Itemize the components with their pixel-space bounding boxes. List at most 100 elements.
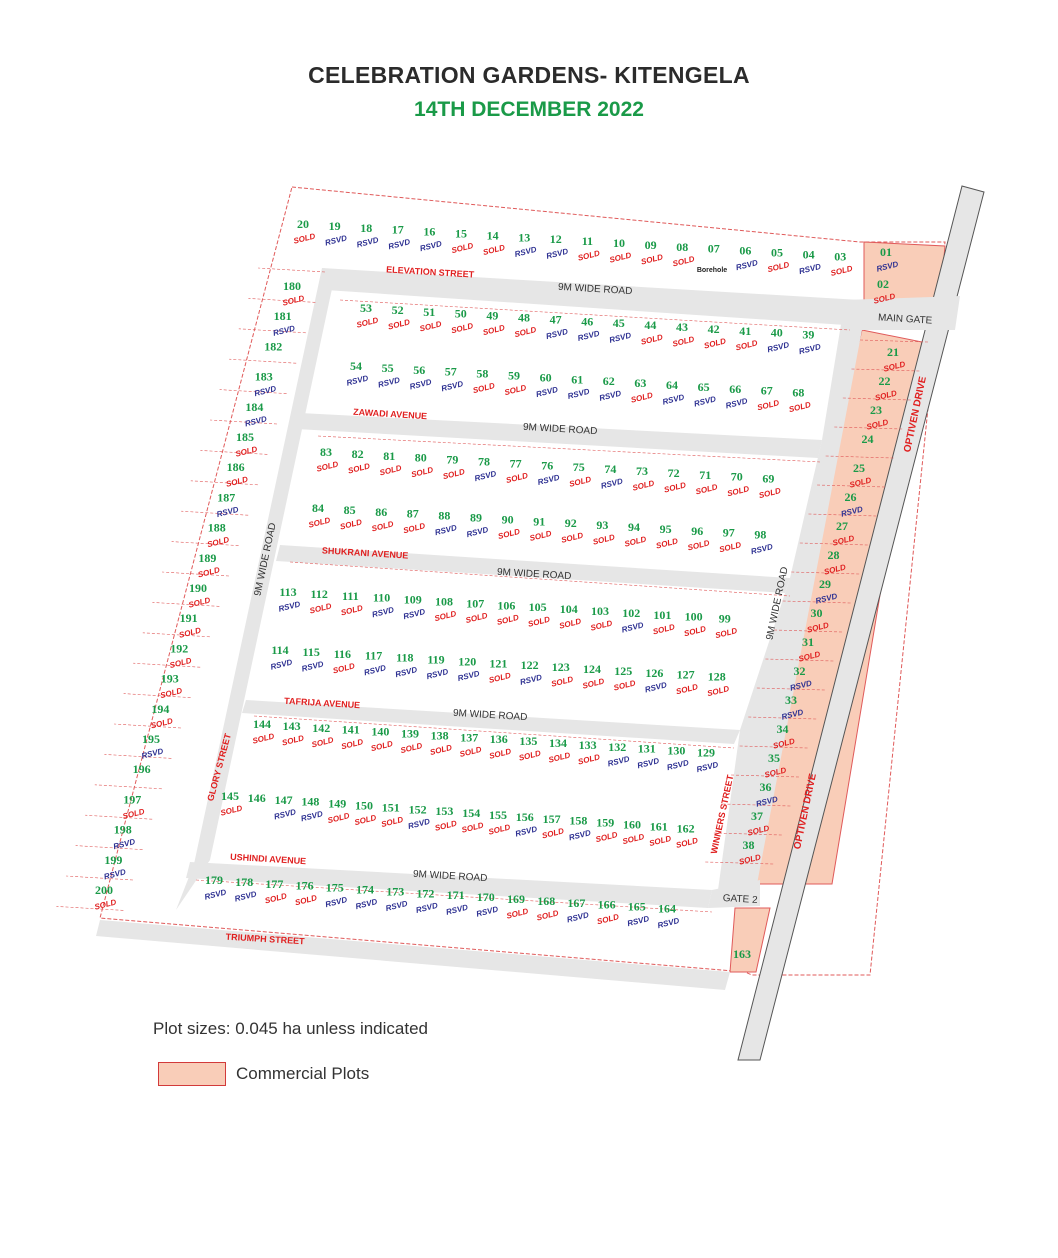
plot-number: 167 xyxy=(567,896,585,910)
street-label-nine_m: 9M WIDE ROAD xyxy=(413,869,488,884)
plot-divider xyxy=(765,658,834,662)
road-tafrija xyxy=(242,700,740,744)
plot-number: 10 xyxy=(613,236,625,250)
plot-163[interactable]: 163 xyxy=(733,947,751,961)
plot-divider xyxy=(859,339,929,343)
plot-divider xyxy=(799,542,868,546)
plot-number: 180 xyxy=(283,279,301,293)
plot-number: 84 xyxy=(312,501,324,515)
plot-number: 15 xyxy=(455,227,467,241)
plot-number: 119 xyxy=(427,653,444,667)
plot-146[interactable]: 146 xyxy=(248,791,266,805)
block-divider xyxy=(289,561,791,597)
plot-number: 98 xyxy=(754,528,766,542)
plot-number: 65 xyxy=(698,380,710,394)
plot-divider xyxy=(842,397,911,401)
plot-24[interactable]: 24 xyxy=(862,432,874,446)
plot-number: 75 xyxy=(573,460,585,474)
plot-number: 152 xyxy=(409,802,427,816)
plot-number: 116 xyxy=(334,647,351,661)
plot-number: 188 xyxy=(208,521,226,535)
plot-number: 186 xyxy=(227,460,245,474)
plot-number: 129 xyxy=(697,746,715,760)
plot-number: 58 xyxy=(476,367,488,381)
plot-number: 79 xyxy=(446,453,458,467)
plot-divider xyxy=(257,267,326,273)
plot-number: 126 xyxy=(645,666,663,680)
plot-number: 43 xyxy=(676,320,688,334)
plot-number: 94 xyxy=(628,520,640,534)
road-west-9m xyxy=(176,268,336,910)
street-label-zawadi: ZAWADI AVENUE xyxy=(353,407,427,421)
plot-number: 37 xyxy=(751,809,763,823)
plot-number: 53 xyxy=(360,301,372,315)
plots-layer: 20SOLD19RSVD18RSVD17RSVD16RSVD15SOLD14SO… xyxy=(56,217,929,961)
plot-number: 136 xyxy=(490,732,508,746)
plot-number: 165 xyxy=(628,900,646,914)
plot-number: 73 xyxy=(636,464,648,478)
plot-number: 169 xyxy=(507,892,525,906)
plot-divider xyxy=(200,450,268,455)
plot-number: 150 xyxy=(355,799,373,813)
plot-number: 16 xyxy=(423,225,435,239)
plot-divider xyxy=(85,814,153,820)
plot-number: 09 xyxy=(645,238,657,252)
plot-number: 17 xyxy=(392,223,404,237)
plot-number: 195 xyxy=(142,732,160,746)
plot-number: 132 xyxy=(608,740,626,754)
plot-number: 63 xyxy=(634,376,646,390)
plot-number: 72 xyxy=(668,466,680,480)
road-ushindi xyxy=(186,862,712,908)
plot-divider xyxy=(756,687,825,691)
plot-number: 82 xyxy=(352,447,364,461)
plot-number: 197 xyxy=(123,792,141,806)
plot-divider xyxy=(75,845,143,850)
plot-number: 189 xyxy=(198,551,216,565)
plot-number: 42 xyxy=(708,322,720,336)
plot-size-note: Plot sizes: 0.045 ha unless indicated xyxy=(153,1019,429,1038)
plot-07[interactable]: 07 xyxy=(708,242,720,256)
plot-divider xyxy=(190,480,258,486)
plot-number: 71 xyxy=(699,468,711,482)
plot-number: 85 xyxy=(344,503,356,517)
plot-number: 89 xyxy=(470,511,482,525)
plot-number: 97 xyxy=(723,526,735,540)
plot-number: 70 xyxy=(731,470,743,484)
plot-number: 121 xyxy=(489,656,507,670)
plot-number: 172 xyxy=(416,886,434,900)
plot-number: 179 xyxy=(205,873,223,887)
road-zawadi xyxy=(296,413,822,458)
street-label-tafrija: TAFRIJA AVENUE xyxy=(284,696,360,710)
plot-divider xyxy=(133,662,201,668)
plot-182[interactable]: 182 xyxy=(264,339,282,353)
plot-number: 61 xyxy=(571,372,583,386)
plot-number: 30 xyxy=(811,606,823,620)
commercial-zone-gate xyxy=(729,907,771,973)
plot-196[interactable]: 196 xyxy=(133,762,151,776)
plot-number: 153 xyxy=(435,804,453,818)
plot-number: 20 xyxy=(297,217,309,231)
plot-number: 93 xyxy=(596,518,608,532)
plot-number: 31 xyxy=(802,635,814,649)
plot-number: 124 xyxy=(583,662,601,676)
plot-divider xyxy=(229,358,297,364)
plot-number: 27 xyxy=(836,519,848,533)
plot-number: 199 xyxy=(104,853,122,867)
plot-number: 106 xyxy=(497,598,515,612)
road-gate2 xyxy=(708,880,760,908)
plot-number: 99 xyxy=(719,612,731,626)
plot-number: 140 xyxy=(371,725,389,739)
plot-number: 149 xyxy=(328,797,346,811)
road-east-9m xyxy=(718,300,862,890)
plot-number: 164 xyxy=(658,902,676,916)
plot-divider xyxy=(705,861,774,865)
